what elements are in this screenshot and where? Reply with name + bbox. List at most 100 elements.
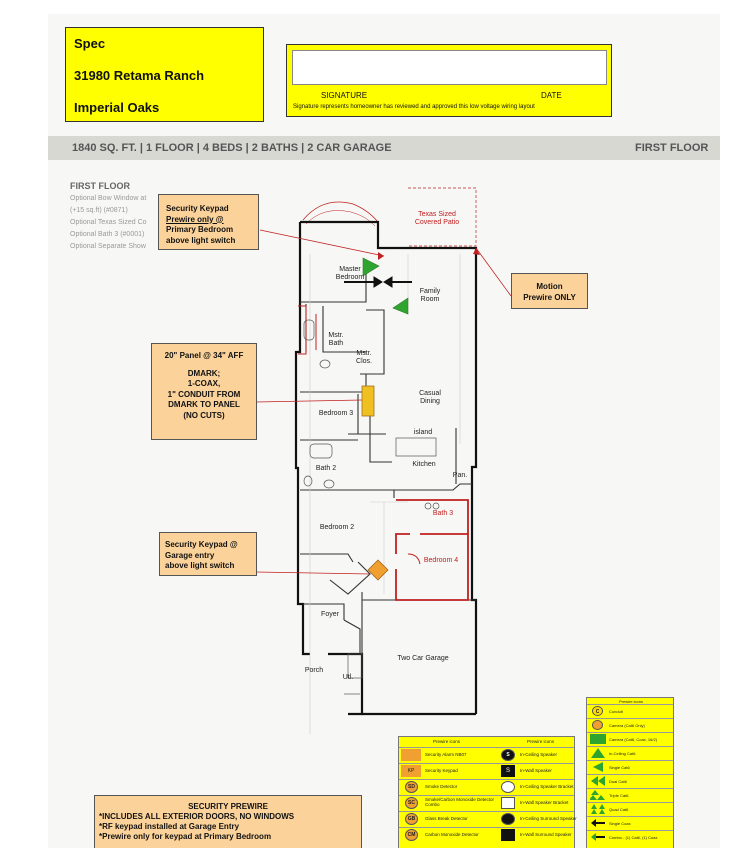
callout-line: DMARK TO PANEL xyxy=(168,400,240,409)
option-line: Optional Bow Window at xyxy=(70,195,147,202)
prewire-title: SECURITY PREWIRE xyxy=(188,802,268,811)
legend-right-row: Single Cat6 xyxy=(587,760,673,774)
room-bath-3: Bath 3 xyxy=(432,510,454,517)
glass-break-icon: GB xyxy=(405,813,418,825)
legend-right-label: Combo - (1) Cat6, (1) Coax xyxy=(609,835,658,840)
room-porch: Porch xyxy=(304,667,324,674)
legend-label: In-Wall Speaker xyxy=(520,768,552,773)
ceiling-cat6-icon xyxy=(591,748,605,758)
legend-row: SD Smoke Detector In-Ceiling Speaker Bra… xyxy=(399,779,574,795)
legend-header: Prewire icons xyxy=(527,739,555,744)
combo-detector-icon: SC xyxy=(405,797,418,809)
callout-line: DMARK; xyxy=(187,368,221,378)
legend-label: In-Wall Surround Speaker xyxy=(520,832,572,837)
callout-panel: 20" Panel @ 34" AFF DMARK; 1-COAX, 1" CO… xyxy=(151,343,257,440)
callout-line: 20" Panel @ 34" AFF xyxy=(164,351,244,360)
wall-bracket-icon xyxy=(501,797,515,809)
options-title: FIRST FLOOR xyxy=(70,181,130,191)
camera-icon xyxy=(592,720,603,730)
room-garage: Two Car Garage xyxy=(397,655,449,662)
legend-right-row: Camera (Cat6, Coax, 16/2) xyxy=(587,732,673,746)
room-mstr-clos: Mstr. Clos. xyxy=(356,350,372,365)
callout-line: 1" CONDUIT FROM xyxy=(167,389,241,399)
room-patio: Texas Sized Covered Patio xyxy=(414,211,460,226)
floorplan-drawing xyxy=(255,187,512,734)
callout-line: above light switch xyxy=(165,561,235,570)
alarm-icon xyxy=(401,749,421,761)
callout-line: above light switch xyxy=(166,235,236,245)
legend-right-label: Single Coax xyxy=(609,821,631,826)
legend-right-label: Triple Cat6 xyxy=(609,793,629,798)
room-island: island xyxy=(413,429,433,436)
room-bedroom-3: Bedroom 3 xyxy=(318,410,354,417)
legend-right-row: Quad Cat6 xyxy=(587,802,673,816)
ceiling-speaker-icon: S xyxy=(501,749,515,761)
legend-right-label: Conduit xyxy=(609,709,623,714)
legend-label: In-Ceiling Speaker Bracket xyxy=(520,784,574,789)
single-cat6-icon xyxy=(593,762,603,772)
camera-combo-icon xyxy=(590,734,606,744)
wall-surround-icon xyxy=(501,829,515,841)
option-line: Optional Separate Show xyxy=(70,243,146,250)
legend-table: Prewire icons Prewire icons Security Ala… xyxy=(398,736,577,848)
legend-label: Smoke/Carbon Monoxide Detector Combo xyxy=(425,797,495,807)
spec-box: Spec 31980 Retama Ranch Imperial Oaks xyxy=(65,27,264,122)
legend-row: CM Carbon Monoxide Detector In-Wall Surr… xyxy=(399,827,574,843)
keypad-icon: KP xyxy=(401,765,421,777)
legend-label: Security Alarm NB07 xyxy=(425,752,467,757)
callout-line: Prewire ONLY xyxy=(523,293,576,302)
option-line: Optional Bath 3 (#0001) xyxy=(70,231,145,238)
combo-cat6-coax-icon xyxy=(591,833,605,841)
callout-motion: Motion Prewire ONLY xyxy=(511,273,588,309)
room-master: Master Bedroom xyxy=(335,266,365,281)
floor-label: FIRST FLOOR xyxy=(635,142,709,154)
single-coax-icon xyxy=(591,819,605,827)
room-family: Family Room xyxy=(419,288,441,303)
legend-right-label: Dual Cat6 xyxy=(609,779,627,784)
callout-line: Garage entry xyxy=(165,550,215,560)
address: 31980 Retama Ranch xyxy=(74,68,205,83)
room-bedroom-2: Bedroom 2 xyxy=(319,524,355,531)
legend-label: Smoke Detector xyxy=(425,784,458,789)
prewire-line: *Prewire only for keypad at Primary Bedr… xyxy=(99,832,272,841)
ceiling-bracket-icon xyxy=(501,781,515,793)
room-pantry: Pan. xyxy=(452,472,468,479)
signature-label: SIGNATURE xyxy=(321,91,368,100)
legend-row: SC Smoke/Carbon Monoxide Detector Combo … xyxy=(399,795,574,811)
legend-row: GB Glass Break Detector In-Ceiling Surro… xyxy=(399,811,577,827)
callout-line: Security Keypad xyxy=(166,204,229,213)
callout-keypad-garage: Security Keypad @ Garage entry above lig… xyxy=(159,532,257,576)
callout-line: 1-COAX, xyxy=(187,379,221,388)
legend-label: Security Keypad xyxy=(425,768,458,773)
legend-right-row: Triple Cat6 xyxy=(587,788,673,802)
legend-right-label: Quad Cat6 xyxy=(609,807,629,812)
room-kitchen: Kitchen xyxy=(412,461,436,468)
wall-speaker-icon: S xyxy=(501,765,515,777)
callout-line: Primary Bedroom xyxy=(166,225,234,234)
room-foyer: Foyer xyxy=(321,611,339,618)
signature-note: Signature represents homeowner has revie… xyxy=(293,104,535,110)
callout-keypad-primary: Security Keypad Prewire only @ Primary B… xyxy=(158,194,259,250)
room-casual-dining: Casual Dining xyxy=(419,390,441,405)
quad-cat6-icon xyxy=(591,804,605,814)
option-line: Optional Texas Sized Co xyxy=(70,219,147,226)
legend-right-row: Dual Cat6 xyxy=(587,774,673,788)
legend-label: In-Ceiling Surround Speaker xyxy=(520,816,577,821)
info-bar: 1840 SQ. FT. | 1 FLOOR | 4 BEDS | 2 BATH… xyxy=(48,136,720,160)
legend-right-row: Combo - (1) Cat6, (1) Coax xyxy=(587,830,673,844)
legend-right-row: Single Coax xyxy=(587,816,673,830)
legend-label: In-Wall Speaker Bracket xyxy=(520,800,569,805)
legend-header: Prewire icons xyxy=(433,739,461,744)
signature-field[interactable] xyxy=(292,50,607,85)
legend-right-label: In-Ceiling Cat6 xyxy=(609,751,636,756)
legend-label: In-Ceiling Speaker xyxy=(520,752,558,757)
spec-label: Spec xyxy=(74,36,106,51)
community: Imperial Oaks xyxy=(74,100,160,115)
callout-line: Prewire only @ xyxy=(166,214,224,224)
conduit-icon: C xyxy=(592,706,603,716)
options-list: FIRST FLOOR Optional Bow Window at (+15 … xyxy=(70,180,147,253)
prewire-line: *RF keypad installed at Garage Entry xyxy=(99,822,240,831)
legend-right-label: Camera (Cat6, Coax, 16/2) xyxy=(609,737,658,742)
legend-right-row: In-Ceiling Cat6 xyxy=(587,746,673,760)
prewire-line: *INCLUDES ALL EXTERIOR DOORS, NO WINDOWS xyxy=(99,812,295,821)
